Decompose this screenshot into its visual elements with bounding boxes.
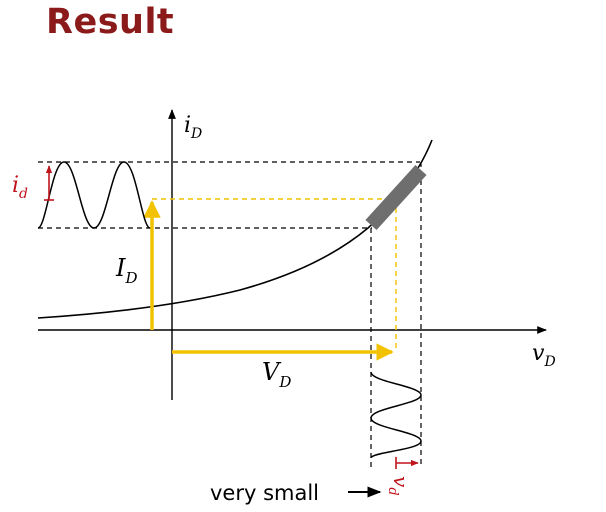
slide-title: Result — [46, 2, 175, 42]
tangent-bar — [365, 164, 427, 231]
very-small-note: very small — [210, 481, 319, 505]
current-waveform — [37, 161, 151, 229]
small-voltage-label: vd — [385, 476, 413, 496]
bias-voltage-label: VD — [262, 358, 291, 391]
y-axis-label: iD — [184, 113, 202, 142]
voltage-waveform — [370, 371, 422, 459]
bias-current-label: ID — [115, 254, 138, 287]
diode-iv-curve — [37, 139, 433, 319]
small-current-label: id — [12, 173, 28, 202]
x-axis-label: vD — [532, 341, 556, 370]
